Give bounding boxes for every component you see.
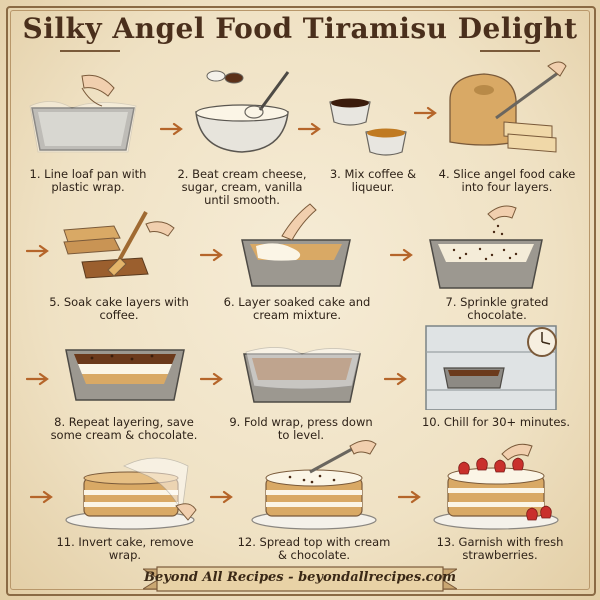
step-9-illustration <box>240 340 364 406</box>
step-2-illustration <box>190 66 294 158</box>
step-4-caption: 4. Slice angel food cake into four layer… <box>438 167 576 194</box>
step-7-caption: 7. Sprinkle grated chocolate. <box>445 295 549 322</box>
step-8-caption: 8. Repeat layering, save some cream & ch… <box>50 415 198 442</box>
arrow-right-icon <box>200 248 223 262</box>
title-flourish-right <box>480 50 540 52</box>
arrow-right-icon <box>30 490 53 504</box>
step-2-caption: 2. Beat cream cheese, sugar, cream, vani… <box>177 167 307 207</box>
step-12-caption: 12. Spread top with cream & chocolate. <box>237 535 391 562</box>
arrow-right-icon <box>398 490 421 504</box>
step-13-illustration <box>432 440 562 532</box>
arrow-right-icon <box>384 372 407 386</box>
step-8-illustration <box>62 334 188 404</box>
step-6-illustration <box>236 200 356 292</box>
step-3-illustration <box>326 88 412 162</box>
step-5-caption: 5. Soak cake layers with coffee. <box>49 295 189 322</box>
page-title: Silky Angel Food Tiramisu Delight <box>22 12 578 45</box>
step-11-caption: 11. Invert cake, remove wrap. <box>56 535 194 562</box>
step-5-illustration <box>58 204 178 286</box>
step-1-illustration <box>22 66 142 158</box>
arrow-right-icon <box>414 106 437 120</box>
arrow-right-icon <box>26 372 49 386</box>
step-9-caption: 9. Fold wrap, press down to level. <box>229 415 373 442</box>
step-4-illustration <box>444 56 568 162</box>
step-3-caption: 3. Mix coffee & liqueur. <box>329 167 417 194</box>
arrow-right-icon <box>390 248 413 262</box>
step-10-caption: 10. Chill for 30+ minutes. <box>421 415 571 429</box>
step-1-caption: 1. Line loaf pan with plastic wrap. <box>29 167 147 194</box>
arrow-right-icon <box>160 122 183 136</box>
title-flourish-left <box>60 50 120 52</box>
step-7-illustration <box>424 200 548 294</box>
arrow-right-icon <box>26 244 49 258</box>
outer-border <box>6 6 596 596</box>
footer-banner <box>143 566 457 592</box>
step-12-illustration <box>250 432 380 532</box>
footer-credit: Beyond All Recipes - beyondallrecipes.co… <box>143 570 457 585</box>
step-11-illustration <box>64 446 204 532</box>
step-6-caption: 6. Layer soaked cake and cream mixture. <box>223 295 371 322</box>
arrow-right-icon <box>200 372 223 386</box>
arrow-right-icon <box>210 490 233 504</box>
step-10-illustration <box>424 322 564 410</box>
arrow-right-icon <box>298 122 321 136</box>
step-13-caption: 13. Garnish with fresh strawberries. <box>436 535 564 562</box>
